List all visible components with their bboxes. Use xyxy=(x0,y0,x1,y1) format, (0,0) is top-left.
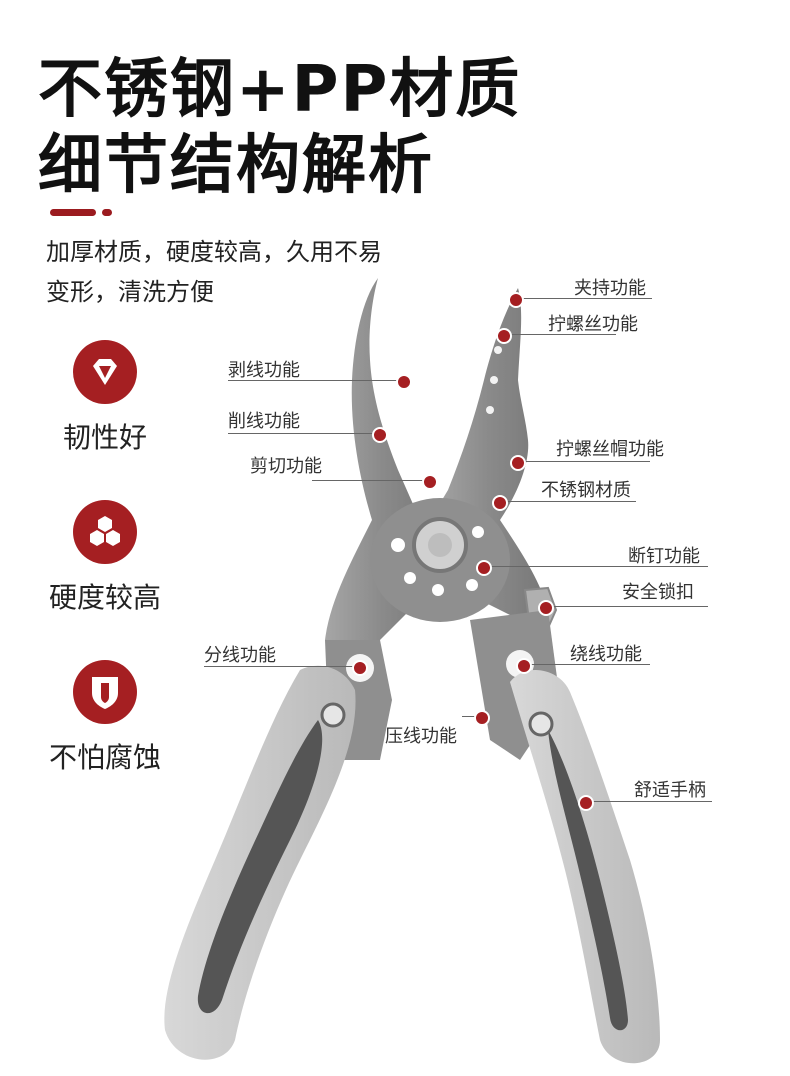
callout-nut: 拧螺丝帽功能 xyxy=(556,439,664,460)
callout-lock: 安全锁扣 xyxy=(622,582,694,603)
callout-split: 分线功能 xyxy=(204,645,276,666)
callout-dot xyxy=(474,710,490,726)
feature-label: 硬度较高 xyxy=(48,581,161,614)
callout-nail: 断钉功能 xyxy=(628,546,700,567)
right-handle-grip xyxy=(548,730,628,1031)
feature-toughness: 韧性好 xyxy=(40,340,170,456)
callout-screw: 拧螺丝功能 xyxy=(548,314,638,335)
feature-corrosion: 不怕腐蚀 xyxy=(40,660,170,776)
callout-dot xyxy=(516,658,532,674)
hexagon-cluster-icon xyxy=(73,500,137,564)
diamond-icon xyxy=(73,340,137,404)
title-line-1: 不锈钢+PP材质 xyxy=(38,53,522,127)
callout-dot xyxy=(352,660,368,676)
callout-dot xyxy=(396,374,412,390)
feature-label: 不怕腐蚀 xyxy=(48,741,161,774)
callout-dot xyxy=(372,427,388,443)
callout-dot xyxy=(508,292,524,308)
subtitle: 加厚材质，硬度较高，久用不易 变形，清洗方便 xyxy=(46,232,446,312)
subtitle-line-1: 加厚材质，硬度较高，久用不易 xyxy=(46,238,382,266)
accent-dot xyxy=(102,209,112,216)
feature-hardness: 硬度较高 xyxy=(40,500,170,616)
feature-label: 韧性好 xyxy=(62,421,147,454)
subtitle-line-2: 变形，清洗方便 xyxy=(46,278,214,306)
callout-dot xyxy=(496,328,512,344)
callout-clamp: 夹持功能 xyxy=(574,278,646,299)
accent-bar xyxy=(50,209,96,216)
callout-dot xyxy=(422,474,438,490)
callout-dot xyxy=(492,495,508,511)
callout-shave: 削线功能 xyxy=(228,411,300,432)
callout-strip: 剥线功能 xyxy=(228,360,300,381)
callout-dot xyxy=(538,600,554,616)
callout-handle: 舒适手柄 xyxy=(634,780,706,801)
title-line-2: 细节结构解析 xyxy=(38,129,434,203)
callout-wind: 绕线功能 xyxy=(570,644,642,665)
shield-icon xyxy=(73,660,137,724)
callout-cut: 剪切功能 xyxy=(250,456,322,477)
left-handle-grip xyxy=(197,720,323,1014)
callout-steel: 不锈钢材质 xyxy=(541,480,631,501)
callout-crimp: 压线功能 xyxy=(385,726,457,747)
callout-dot xyxy=(510,455,526,471)
callout-dot xyxy=(578,795,594,811)
callout-dot xyxy=(476,560,492,576)
